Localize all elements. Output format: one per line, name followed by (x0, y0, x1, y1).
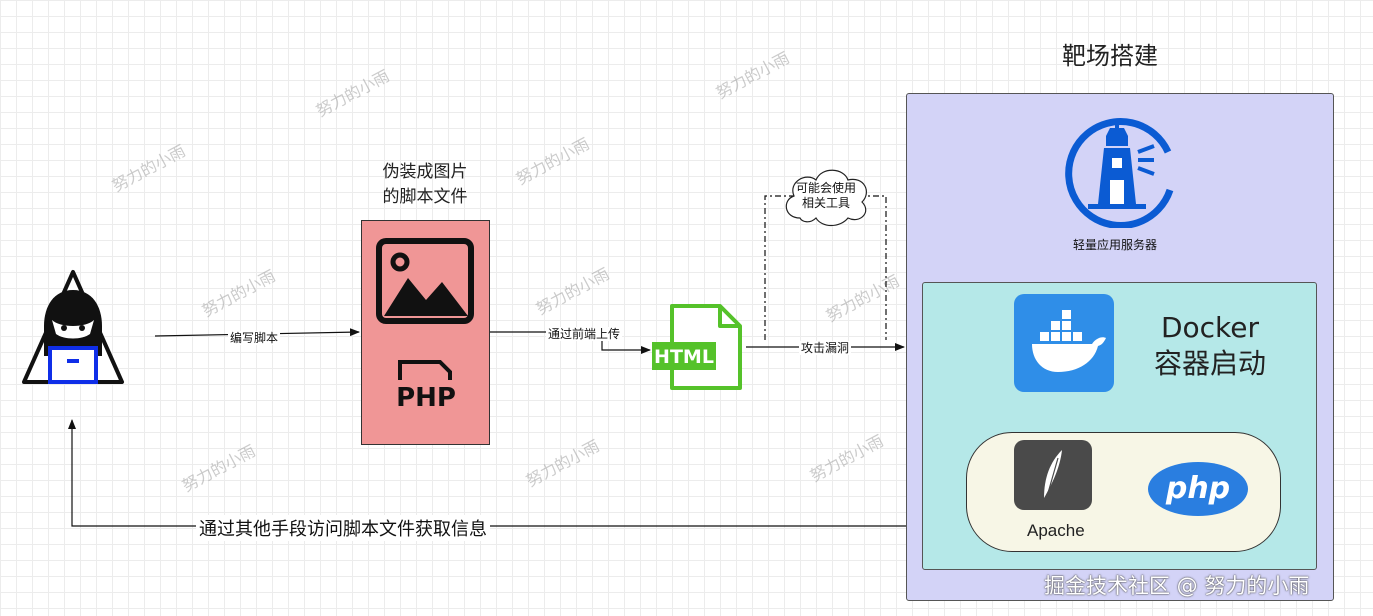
docker-title-line2: 容器启动 (1153, 347, 1266, 380)
write-script-label: 编写脚本 (228, 331, 281, 345)
apache-label: Apache (1027, 521, 1085, 540)
server-label: 轻量应用服务器 (1073, 238, 1158, 252)
file-caption-line2: 的脚本文件 (382, 187, 468, 207)
file-caption: 伪装成图片 的脚本文件 (355, 160, 495, 210)
cloud-text-line1: 可能会使用 (795, 181, 856, 195)
target-title: 靶场搭建 (1062, 42, 1158, 70)
html-file-text: HTML (654, 346, 714, 368)
access-label: 通过其他手段访问脚本文件获取信息 (196, 515, 490, 541)
cloud-icon (785, 169, 867, 227)
hacker-icon (22, 270, 124, 384)
upload-label: 通过前端上传 (546, 327, 623, 341)
php-file-icon: PHP (396, 360, 456, 412)
cloud-text-line2: 相关工具 (801, 196, 850, 210)
docker-whale-icon (1014, 294, 1114, 392)
docker-title: Docker 容器启动 (1150, 310, 1270, 382)
php-file-text: PHP (396, 383, 456, 412)
php-logo-icon: php (1148, 462, 1248, 516)
attack-label: 攻击漏洞 (799, 341, 852, 355)
apache-feather-icon (1014, 440, 1092, 510)
docker-title-line1: Docker (1160, 311, 1260, 344)
access-arrow (68, 419, 906, 527)
file-caption-line1: 伪装成图片 (382, 162, 468, 182)
lighthouse-icon (1065, 118, 1174, 228)
html-file-icon: HTML (652, 304, 742, 390)
upload-arrow (489, 331, 651, 354)
image-icon (376, 238, 474, 324)
tool-dashed-connector (764, 195, 887, 340)
php-logo-text: php (1165, 471, 1230, 506)
cloud-text: 可能会使用 相关工具 (786, 181, 866, 211)
footer-watermark: 掘金技术社区 @ 努力的小雨 (1044, 574, 1310, 598)
